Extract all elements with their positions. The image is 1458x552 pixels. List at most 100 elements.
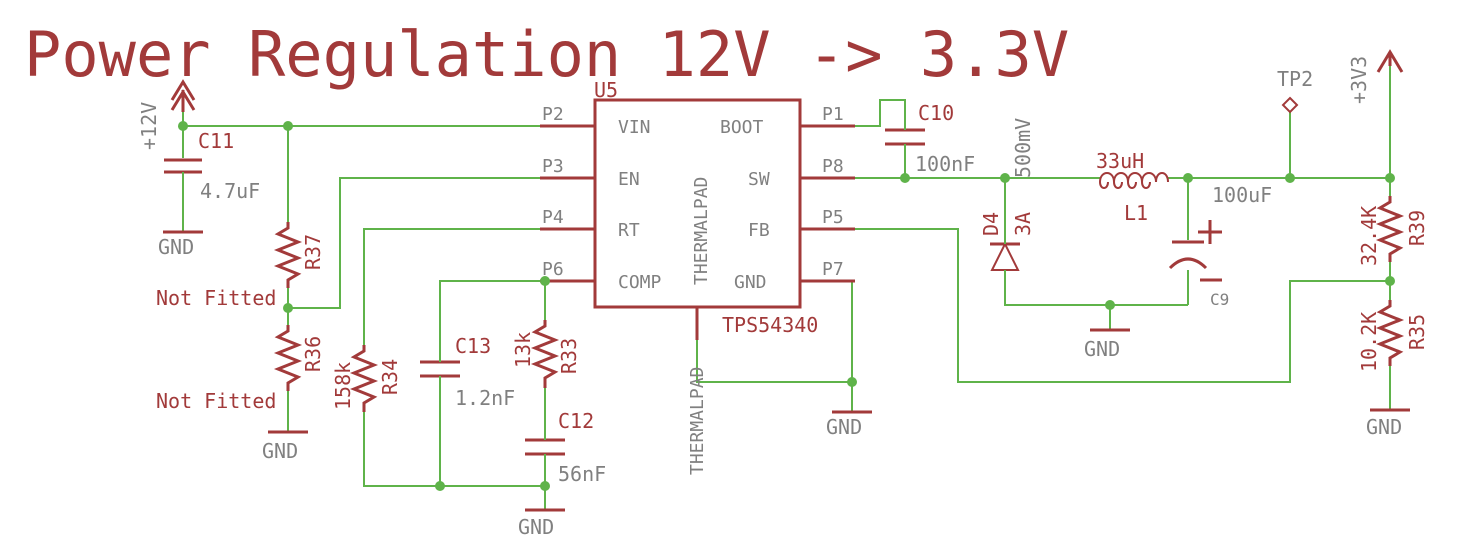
pin-num-p2: P2 <box>542 104 564 125</box>
wire-d4-bottom <box>1004 272 1188 306</box>
wire-en <box>287 177 595 309</box>
r36-ref: R36 <box>301 336 325 372</box>
c9-value: 100uF <box>1212 183 1272 207</box>
tp2-ref: TP2 <box>1277 67 1313 91</box>
capacitor-c13: C13 1.2nF <box>420 334 515 410</box>
capacitor-c9: 100uF C9 <box>1168 183 1272 309</box>
l1-value: 33uH <box>1096 149 1144 173</box>
gnd-c12: GND <box>518 508 565 539</box>
c9-ref: C9 <box>1210 290 1229 309</box>
pin-num-p4: P4 <box>542 207 564 228</box>
pin-num-p8: P8 <box>822 156 844 177</box>
junction <box>1385 173 1395 183</box>
pin-num-p7: P7 <box>822 259 844 280</box>
l1-ref: L1 <box>1124 201 1148 225</box>
ic-body-thermalpad: THERMALPAD <box>691 177 712 285</box>
pin-name-vin: VIN <box>618 117 651 138</box>
junction <box>1285 173 1295 183</box>
diode-d4: D4 3A 500mV <box>979 118 1035 272</box>
pin-name-sw: SW <box>748 169 770 190</box>
pin-name-comp: COMP <box>618 272 662 293</box>
resistor-r36: R36 Not Fitted <box>156 325 325 432</box>
r37-value: Not Fitted <box>156 286 276 310</box>
ic-pad-thermalpad: THERMALPAD <box>687 367 708 475</box>
gnd-r35-label: GND <box>1366 415 1402 439</box>
r34-value: 158k <box>331 362 355 410</box>
junction <box>1183 173 1193 183</box>
gnd-ic: GND <box>826 410 872 439</box>
junction <box>847 377 857 387</box>
d4-value2: 500mV <box>1011 118 1035 178</box>
resistor-r35: R35 10.2K <box>1357 300 1429 410</box>
junction <box>435 481 445 491</box>
junction <box>1385 276 1395 286</box>
c13-ref: C13 <box>455 334 491 358</box>
r33-ref: R33 <box>557 338 581 374</box>
c10-value: 100nF <box>915 152 975 176</box>
capacitor-c11: C11 4.7uF <box>164 129 260 232</box>
junction <box>900 173 910 183</box>
resistor-r34: R34 158k <box>331 345 402 412</box>
resistor-r33: R33 13k <box>511 320 581 388</box>
gnd-r35: GND <box>1366 408 1410 439</box>
supply-3v3-label: +3V3 <box>1347 56 1371 104</box>
wires <box>182 62 1391 510</box>
c11-ref: C11 <box>198 129 234 153</box>
d4-value: 3A <box>1011 212 1035 236</box>
pin-name-rt: RT <box>618 220 640 241</box>
gnd-r36-label: GND <box>262 439 298 463</box>
ic-part: TPS54340 <box>722 313 818 337</box>
pin-num-p3: P3 <box>542 156 564 177</box>
gnd-c12-label: GND <box>518 515 554 539</box>
junction <box>540 276 550 286</box>
wire-rt-bottom <box>363 412 545 487</box>
d4-ref: D4 <box>979 212 1003 236</box>
ic-u5: U5 TPS54340 P2 P3 P4 P6 P1 P8 P5 P7 VIN … <box>540 78 855 475</box>
wire-boot <box>800 99 906 127</box>
wire-gnd-pin <box>800 280 853 412</box>
pin-num-p1: P1 <box>822 104 844 125</box>
wire-rt <box>363 228 595 345</box>
capacitor-c12: C12 56nF <box>525 409 606 486</box>
gnd-diode-label: GND <box>1084 337 1120 361</box>
c10-ref: C10 <box>918 101 954 125</box>
r35-value: 10.2K <box>1357 312 1381 372</box>
c13-value: 1.2nF <box>455 386 515 410</box>
supply-3v3: +3V3 <box>1347 49 1404 104</box>
r37-ref: R37 <box>301 234 325 270</box>
gnd-c11-label: GND <box>158 235 194 259</box>
r39-ref: R39 <box>1405 210 1429 246</box>
gnd-ic-label: GND <box>826 415 862 439</box>
schematic-title: Power Regulation 12V -> 3.3V <box>24 18 1069 91</box>
pin-name-boot: BOOT <box>720 117 764 138</box>
supply-12v-label: +12V <box>137 102 161 150</box>
pin-num-p5: P5 <box>822 207 844 228</box>
pin-name-en: EN <box>618 169 640 190</box>
junction <box>283 121 293 131</box>
r33-value: 13k <box>511 332 535 368</box>
junction <box>540 481 550 491</box>
junction <box>1105 300 1115 310</box>
r34-ref: R34 <box>378 359 402 395</box>
resistor-r37: R37 Not Fitted <box>156 222 325 310</box>
pin-num-p6: P6 <box>542 259 564 280</box>
junctions <box>178 121 1395 491</box>
wire-fb <box>800 228 1390 383</box>
inductor-l1: 33uH L1 <box>1096 149 1169 225</box>
junction <box>283 303 293 313</box>
testpoint-tp2: TP2 <box>1277 67 1313 114</box>
c12-value: 56nF <box>558 462 606 486</box>
r36-value: Not Fitted <box>156 389 276 413</box>
gnd-c11: GND <box>158 230 203 259</box>
r39-value: 32.4K <box>1357 206 1381 266</box>
pin-name-gnd: GND <box>734 272 767 293</box>
gnd-diode: GND <box>1084 328 1130 361</box>
r35-ref: R35 <box>1405 314 1429 350</box>
supply-12v: +12V <box>137 79 196 150</box>
junction <box>178 121 188 131</box>
ic-ref: U5 <box>594 78 618 102</box>
c11-value: 4.7uF <box>200 179 260 203</box>
gnd-r36: GND <box>262 430 308 463</box>
resistor-r39: R39 32.4K <box>1357 196 1429 266</box>
